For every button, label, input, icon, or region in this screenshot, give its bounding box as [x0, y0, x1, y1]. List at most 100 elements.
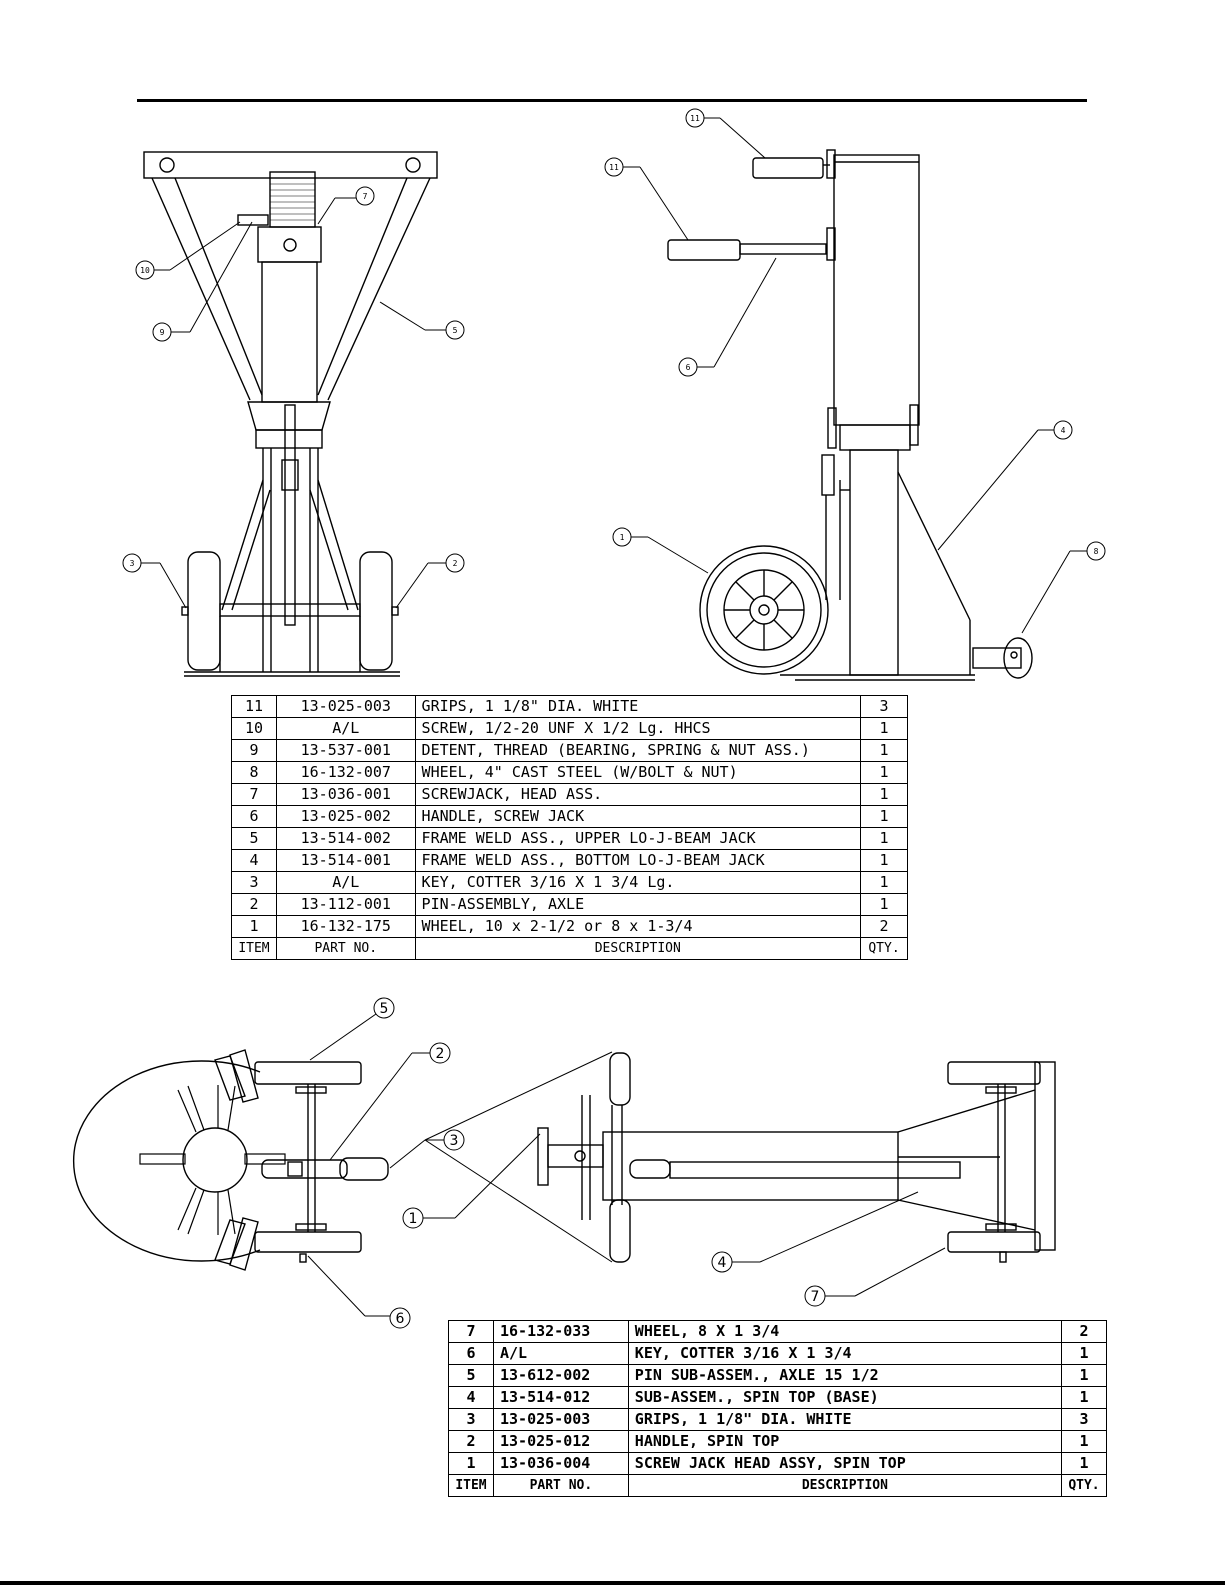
table-row: 7 16-132-033 WHEEL, 8 X 1 3/4 2: [448, 1320, 1108, 1343]
callout-label: 8: [1094, 547, 1099, 556]
qty-cell: 2: [1060, 1320, 1108, 1343]
header-item: ITEM: [448, 1474, 494, 1497]
part-cell: 13-612-002: [492, 1364, 629, 1387]
front-view: [143, 151, 438, 677]
callout-label: 1: [620, 533, 625, 542]
table-row: 11 13-025-003 GRIPS, 1 1/8" DIA. WHITE 3: [231, 695, 908, 718]
qty-cell: 1: [860, 805, 908, 828]
callout-label: 3: [450, 1133, 459, 1149]
part-cell: 13-025-003: [275, 695, 416, 718]
table-row: 4 13-514-012 SUB-ASSEM., SPIN TOP (BASE)…: [448, 1386, 1108, 1409]
item-cell: 4: [231, 849, 277, 872]
lower-bom-body: 7 16-132-033 WHEEL, 8 X 1 3/4 2 6 A/L KE…: [448, 1320, 1108, 1497]
table-row: 5 13-514-002 FRAME WELD ASS., UPPER LO-J…: [231, 827, 908, 850]
item-cell: 7: [448, 1320, 494, 1343]
header-part-no: PART NO.: [275, 937, 416, 960]
callout-label: 2: [436, 1046, 445, 1062]
header-description: DESCRIPTION: [627, 1474, 1062, 1497]
desc-cell: FRAME WELD ASS., UPPER LO-J-BEAM JACK: [414, 827, 862, 850]
table-row: 7 13-036-001 SCREWJACK, HEAD ASS. 1: [231, 783, 908, 806]
qty-cell: 1: [860, 783, 908, 806]
callout-label: 11: [609, 163, 619, 172]
item-cell: 3: [231, 871, 277, 894]
desc-cell: SUB-ASSEM., SPIN TOP (BASE): [627, 1386, 1062, 1409]
part-cell: 13-036-001: [275, 783, 416, 806]
callout-label: 7: [363, 192, 368, 201]
callout-label: 9: [160, 328, 165, 337]
front-callout-labels: 7 10 9 5 3 2: [130, 192, 458, 568]
part-cell: 13-514-001: [275, 849, 416, 872]
table-row: 3 A/L KEY, COTTER 3/16 X 1 3/4 Lg. 1: [231, 871, 908, 894]
header-part-no: PART NO.: [492, 1474, 629, 1497]
lower-bom-table: 7 16-132-033 WHEEL, 8 X 1 3/4 2 6 A/L KE…: [448, 1320, 1108, 1497]
part-cell: 13-025-002: [275, 805, 416, 828]
item-cell: 9: [231, 739, 277, 762]
spin-top-base-view: [537, 1052, 1056, 1263]
qty-cell: 1: [1060, 1430, 1108, 1453]
desc-cell: DETENT, THREAD (BEARING, SPRING & NUT AS…: [414, 739, 862, 762]
desc-cell: WHEEL, 4" CAST STEEL (W/BOLT & NUT): [414, 761, 862, 784]
part-cell: 13-025-012: [492, 1430, 629, 1453]
callout-label: 1: [409, 1211, 418, 1227]
part-cell: 13-112-001: [275, 893, 416, 916]
desc-cell: WHEEL, 10 x 2-1/2 or 8 x 1-3/4: [414, 915, 862, 938]
qty-cell: 1: [1060, 1342, 1108, 1365]
callout-label: 2: [453, 559, 458, 568]
table-row: 6 A/L KEY, COTTER 3/16 X 1 3/4 1: [448, 1342, 1108, 1365]
item-cell: 1: [448, 1452, 494, 1475]
desc-cell: KEY, COTTER 3/16 X 1 3/4: [627, 1342, 1062, 1365]
desc-cell: SCREWJACK, HEAD ASS.: [414, 783, 862, 806]
side-view: [667, 149, 1033, 681]
upper-bom-body: 11 13-025-003 GRIPS, 1 1/8" DIA. WHITE 3…: [231, 695, 908, 960]
callout-label: 11: [690, 114, 700, 123]
item-cell: 11: [231, 695, 277, 718]
qty-cell: 1: [1060, 1364, 1108, 1387]
item-cell: 2: [231, 893, 277, 916]
desc-cell: SCREW, 1/2-20 UNF X 1/2 Lg. HHCS: [414, 717, 862, 740]
side-callouts: [604, 108, 1106, 634]
item-cell: 3: [448, 1408, 494, 1431]
item-cell: 6: [448, 1342, 494, 1365]
desc-cell: HANDLE, SCREW JACK: [414, 805, 862, 828]
table-row: 1 16-132-175 WHEEL, 10 x 2-1/2 or 8 x 1-…: [231, 915, 908, 938]
qty-cell: 1: [860, 717, 908, 740]
header-qty: QTY.: [860, 937, 908, 960]
desc-cell: PIN SUB-ASSEM., AXLE 15 1/2: [627, 1364, 1062, 1387]
table-row: 10 A/L SCREW, 1/2-20 UNF X 1/2 Lg. HHCS …: [231, 717, 908, 740]
desc-cell: HANDLE, SPIN TOP: [627, 1430, 1062, 1453]
table-header-row: ITEM PART NO. DESCRIPTION QTY.: [231, 937, 908, 960]
part-cell: 16-132-007: [275, 761, 416, 784]
desc-cell: SCREW JACK HEAD ASSY, SPIN TOP: [627, 1452, 1062, 1475]
part-cell: A/L: [275, 717, 416, 740]
part-cell: 13-025-003: [492, 1408, 629, 1431]
callout-label: 3: [130, 559, 135, 568]
callout-label: 4: [718, 1255, 727, 1271]
header-item: ITEM: [231, 937, 277, 960]
spin-top-callout-labels: 5 2 3 1 6 4 7: [380, 1001, 820, 1327]
table-row: 9 13-537-001 DETENT, THREAD (BEARING, SP…: [231, 739, 908, 762]
bottom-rule: [0, 1581, 1225, 1585]
table-row: 2 13-025-012 HANDLE, SPIN TOP 1: [448, 1430, 1108, 1453]
desc-cell: KEY, COTTER 3/16 X 1 3/4 Lg.: [414, 871, 862, 894]
part-cell: 13-036-004: [492, 1452, 629, 1475]
part-cell: 13-514-012: [492, 1386, 629, 1409]
part-cell: 16-132-033: [492, 1320, 629, 1343]
qty-cell: 1: [860, 871, 908, 894]
qty-cell: 1: [860, 893, 908, 916]
item-cell: 4: [448, 1386, 494, 1409]
qty-cell: 1: [860, 761, 908, 784]
callout-label: 7: [811, 1289, 820, 1305]
table-row: 1 13-036-004 SCREW JACK HEAD ASSY, SPIN …: [448, 1452, 1108, 1475]
header-description: DESCRIPTION: [414, 937, 862, 960]
desc-cell: PIN-ASSEMBLY, AXLE: [414, 893, 862, 916]
callout-label: 10: [140, 266, 150, 275]
side-callout-labels: 11 11 6 4 1 8: [609, 114, 1098, 556]
front-callouts: [122, 186, 465, 609]
header-qty: QTY.: [1060, 1474, 1108, 1497]
qty-cell: 1: [1060, 1452, 1108, 1475]
item-cell: 6: [231, 805, 277, 828]
item-cell: 5: [231, 827, 277, 850]
desc-cell: GRIPS, 1 1/8" DIA. WHITE: [627, 1408, 1062, 1431]
item-cell: 5: [448, 1364, 494, 1387]
callout-label: 5: [380, 1001, 389, 1017]
